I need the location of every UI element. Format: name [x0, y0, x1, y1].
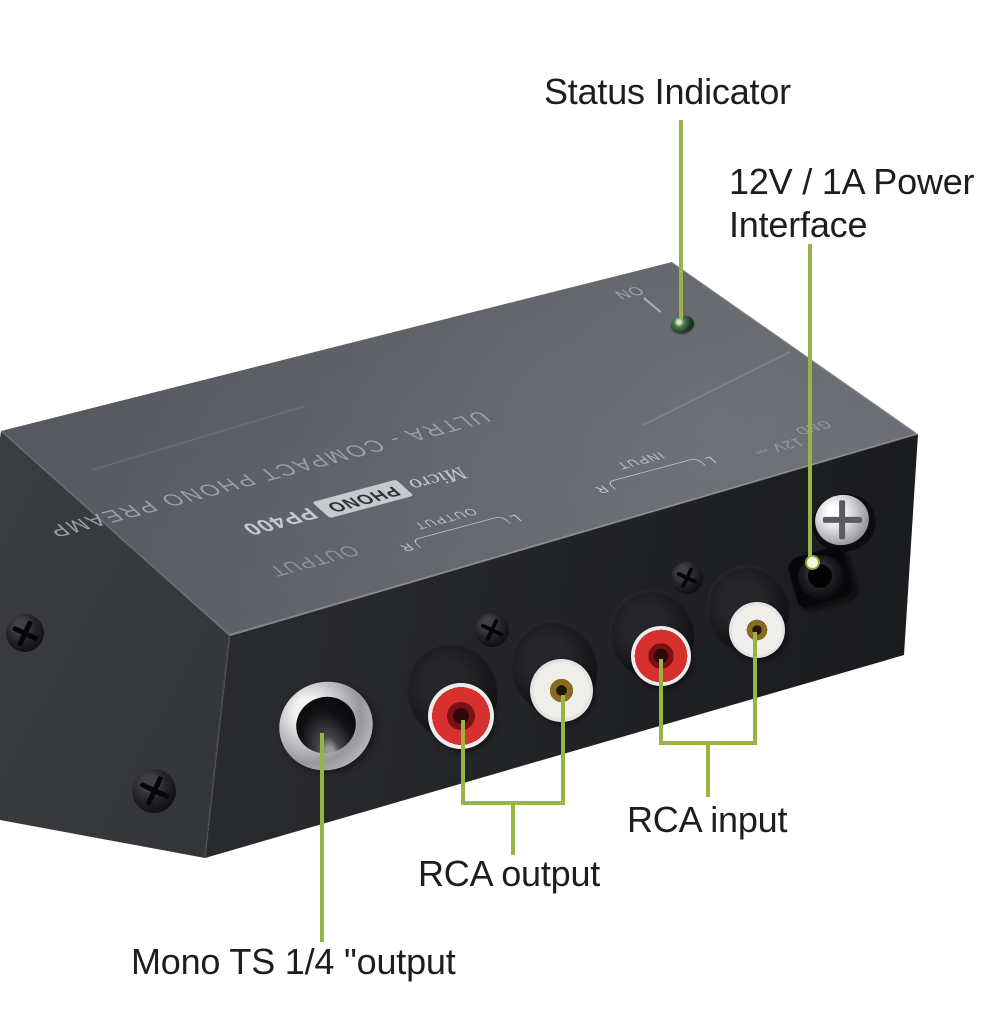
- rca-input-label: RCA input: [627, 799, 788, 840]
- power-callout-line: [808, 244, 812, 564]
- power-interface-label-line2: Interface: [729, 203, 868, 245]
- power-interface-label-line1: 12V / 1A Power: [729, 161, 975, 202]
- input-callout-line-left: [659, 659, 663, 745]
- front-screw: [475, 613, 509, 647]
- input-callout-stem: [706, 745, 710, 797]
- input-callout-line-right: [753, 632, 757, 745]
- output-callout-bridge: [461, 801, 565, 805]
- mono-ts-output-label: Mono TS 1/4 "output: [131, 941, 456, 982]
- rca-input-left-jack: [729, 602, 785, 658]
- output-callout-line-left: [461, 720, 465, 805]
- rca-output-label: RCA output: [418, 853, 601, 894]
- input-callout-bridge: [659, 741, 757, 745]
- power-callout-dot: [807, 557, 818, 568]
- power-interface-label: 12V / 1A Power Interface: [729, 161, 975, 247]
- status-indicator-label: Status Indicator: [544, 71, 791, 112]
- front-screw: [671, 562, 703, 594]
- side-screw: [132, 769, 176, 813]
- output-callout-line-right: [561, 695, 565, 805]
- side-screw: [6, 614, 44, 652]
- output-callout-stem: [511, 805, 515, 855]
- status-callout-line: [679, 120, 683, 319]
- ts-callout-line: [320, 733, 324, 942]
- dc-power-jack-hole: [808, 564, 832, 588]
